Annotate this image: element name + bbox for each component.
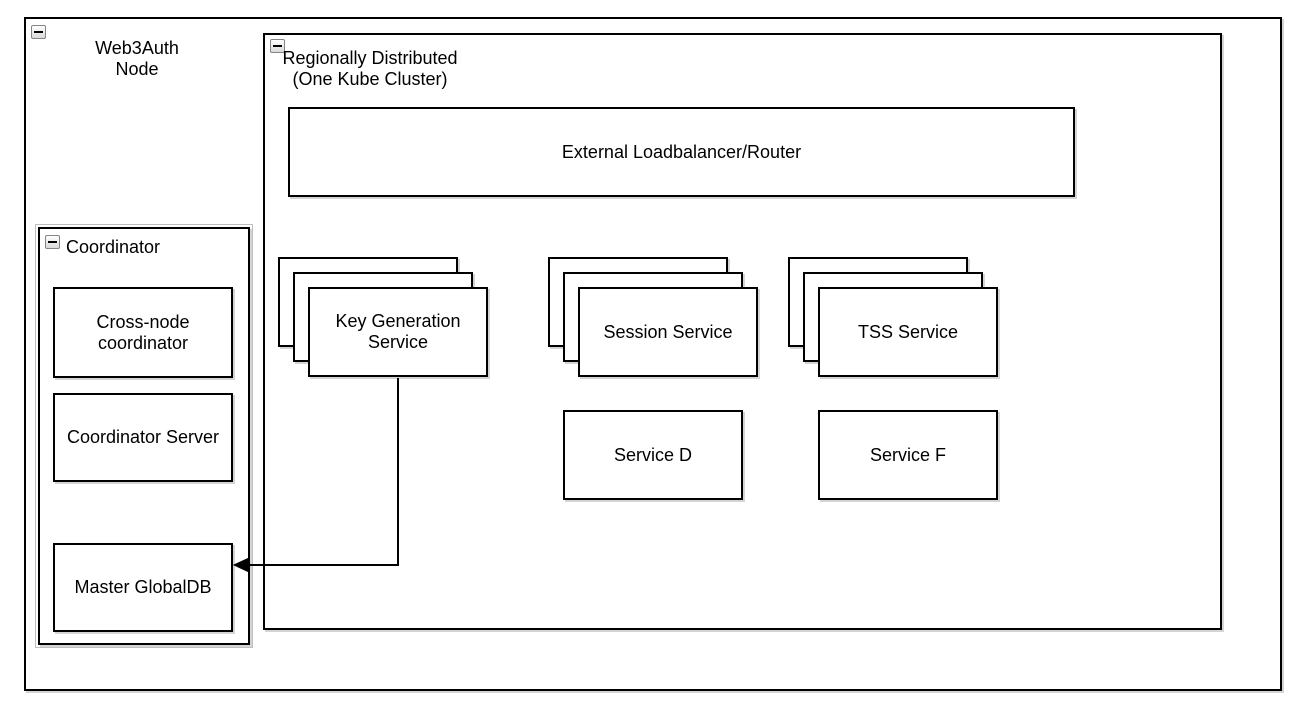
coordinator-server-label: Coordinator Server	[66, 427, 220, 447]
web3auth-node-label-line1: Web3Auth	[95, 38, 179, 58]
session-service-node[interactable]: Session Service	[578, 287, 758, 377]
service-d-node[interactable]: Service D	[563, 410, 743, 500]
cross-node-coordinator-label: Cross-node coordinator	[96, 311, 190, 353]
regional-cluster-label-line2: (One Kube Cluster)	[292, 69, 448, 89]
service-d-label: Service D	[613, 444, 693, 465]
master-globaldb-node[interactable]: Master GlobalDB	[53, 543, 233, 632]
coordinator-server-node[interactable]: Coordinator Server	[53, 393, 233, 482]
cross-node-coordinator-node[interactable]: Cross-node coordinator	[53, 287, 233, 378]
web3auth-node-label: Web3Auth Node	[52, 38, 222, 80]
tss-service-label: TSS Service	[857, 321, 959, 342]
coordinator-group-label: Coordinator	[66, 237, 161, 257]
session-service-stack[interactable]: Session Service	[548, 257, 760, 379]
external-loadbalancer-node[interactable]: External Loadbalancer/Router	[288, 107, 1075, 197]
minus-glyph	[273, 45, 282, 47]
master-globaldb-label: Master GlobalDB	[74, 577, 212, 597]
key-generation-service-label: Key Generation Service	[335, 311, 461, 352]
minus-glyph	[34, 31, 43, 33]
regional-cluster-label: Regionally Distributed (One Kube Cluster…	[270, 48, 470, 90]
service-f-node[interactable]: Service F	[818, 410, 998, 500]
tss-service-stack[interactable]: TSS Service	[788, 257, 1000, 379]
service-f-label: Service F	[869, 444, 947, 465]
collapse-minus-icon[interactable]	[45, 235, 60, 249]
external-loadbalancer-label: External Loadbalancer/Router	[561, 141, 802, 162]
key-generation-service-node[interactable]: Key Generation Service	[308, 287, 488, 377]
session-service-label: Session Service	[603, 321, 733, 342]
key-generation-service-stack[interactable]: Key Generation Service	[278, 257, 490, 379]
coordinator-group[interactable]: Coordinator Cross-node coordinator Coord…	[35, 224, 253, 648]
web3auth-node-label-line2: Node	[115, 59, 159, 79]
minus-glyph	[48, 241, 57, 243]
tss-service-node[interactable]: TSS Service	[818, 287, 998, 377]
collapse-minus-icon[interactable]	[31, 25, 46, 39]
regional-cluster-label-line1: Regionally Distributed	[282, 48, 458, 68]
collapse-minus-icon[interactable]	[270, 39, 285, 53]
